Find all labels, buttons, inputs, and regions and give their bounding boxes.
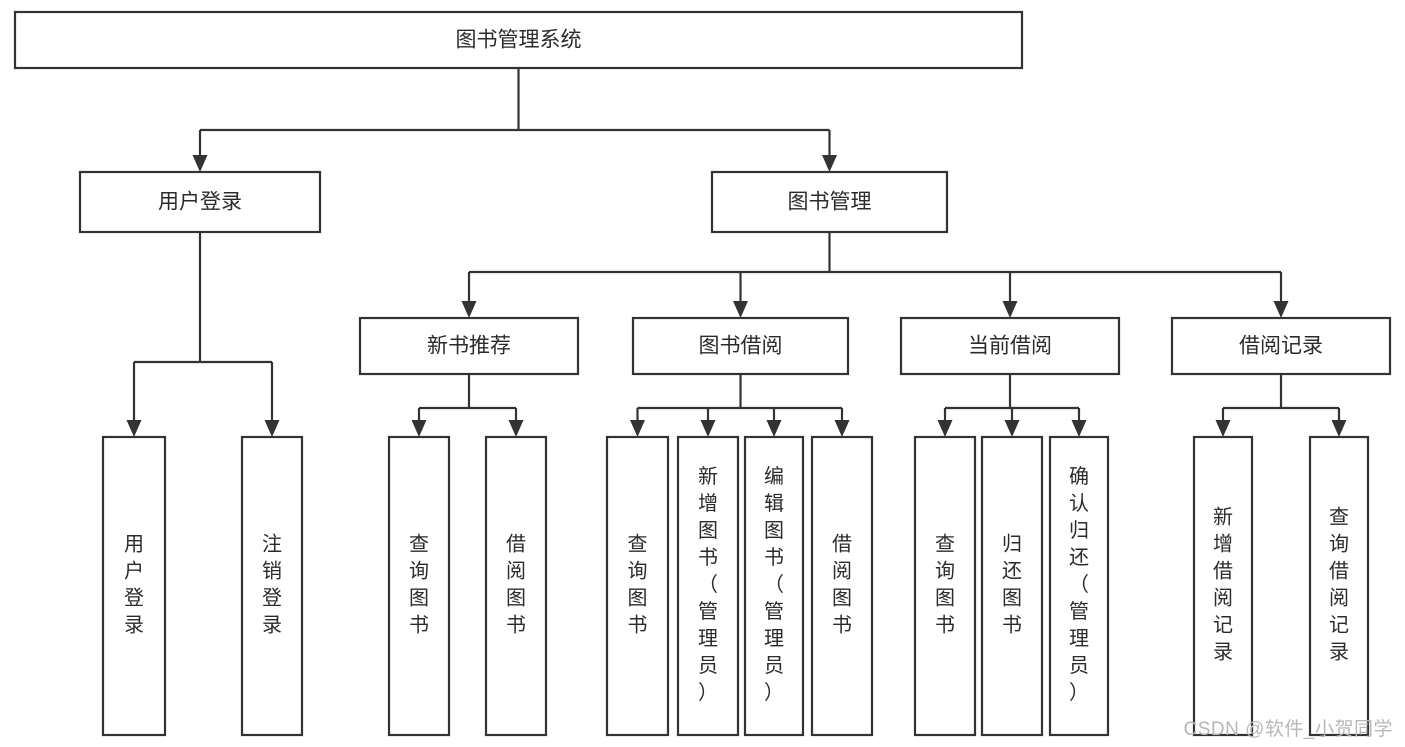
arrow-head-icon — [700, 420, 716, 437]
node-leaf-return-book-label: 归还图书 — [1002, 533, 1022, 637]
node-leaf-query-book-1-rect — [387, 435, 451, 737]
node-current-borrow-label: 当前借阅 — [968, 335, 1052, 358]
node-leaf-edit-book-rect — [743, 435, 805, 737]
arrow-head-icon — [937, 420, 953, 437]
node-user-login-label: 用户登录 — [158, 191, 242, 214]
node-book-borrow-label: 图书借阅 — [699, 335, 783, 358]
node-book-manage-rect — [710, 170, 949, 234]
arrow-head-icon — [192, 155, 208, 172]
node-leaf-user-login[interactable]: 用户登录 — [101, 435, 167, 737]
node-borrow-record-label: 借阅记录 — [1239, 335, 1323, 358]
node-leaf-query-book-1-label: 查询图书 — [409, 533, 429, 637]
arrow-head-icon — [733, 301, 748, 318]
node-borrow-record-rect — [1170, 316, 1392, 376]
arrow-head-icon — [1331, 420, 1347, 437]
arrow-head-icon — [411, 420, 427, 437]
node-leaf-user-logout[interactable]: 注销登录 — [240, 435, 304, 737]
node-new-book-rec-rect — [358, 316, 580, 376]
node-leaf-return-book-rect — [980, 435, 1044, 737]
node-leaf-edit-book-label: 编辑图书（管理员） — [764, 465, 784, 704]
node-borrow-record[interactable]: 借阅记录 — [1170, 316, 1392, 376]
arrow-head-icon — [834, 420, 850, 437]
node-leaf-borrow-book-2-label: 借阅图书 — [832, 533, 852, 637]
node-leaf-query-book-2[interactable]: 查询图书 — [605, 435, 670, 737]
node-book-manage-label: 图书管理 — [788, 191, 872, 214]
node-new-book-rec[interactable]: 新书推荐 — [358, 316, 580, 376]
node-leaf-user-logout-label: 注销登录 — [262, 533, 282, 637]
arrow-head-icon — [126, 420, 142, 437]
node-current-borrow[interactable]: 当前借阅 — [899, 316, 1121, 376]
node-root-rect — [13, 10, 1024, 70]
arrow-head-icon — [1004, 420, 1020, 437]
node-leaf-borrow-book-2[interactable]: 借阅图书 — [810, 435, 874, 737]
node-leaf-query-book-2-label: 查询图书 — [628, 533, 648, 637]
node-leaf-query-book-2-rect — [605, 435, 670, 737]
node-leaf-add-record-label: 新增借阅记录 — [1213, 506, 1233, 664]
node-root-label: 图书管理系统 — [456, 29, 582, 52]
node-leaf-return-book[interactable]: 归还图书 — [980, 435, 1044, 737]
node-leaf-borrow-book-1[interactable]: 借阅图书 — [484, 435, 548, 737]
node-leaf-borrow-book-2-rect — [810, 435, 874, 737]
node-user-login[interactable]: 用户登录 — [78, 170, 322, 234]
node-book-manage[interactable]: 图书管理 — [710, 170, 949, 234]
node-leaf-edit-book[interactable]: 编辑图书（管理员） — [743, 435, 805, 737]
node-leaf-query-book-3[interactable]: 查询图书 — [913, 435, 977, 737]
node-leaf-add-book-rect — [676, 435, 740, 737]
node-leaf-borrow-book-1-label: 借阅图书 — [506, 533, 526, 637]
node-leaf-user-logout-rect — [240, 435, 304, 737]
node-leaf-query-book-3-rect — [913, 435, 977, 737]
arrow-head-icon — [766, 420, 782, 437]
arrow-head-icon — [264, 420, 280, 437]
node-leaf-add-book-label: 新增图书（管理员） — [698, 465, 718, 704]
node-book-borrow-rect — [631, 316, 850, 376]
arrow-head-icon — [1071, 420, 1087, 437]
node-new-book-rec-label: 新书推荐 — [427, 335, 511, 358]
arrow-head-icon — [1273, 301, 1289, 318]
arrow-head-icon — [822, 155, 837, 172]
node-boxes: 图书管理系统用户登录图书管理新书推荐图书借阅当前借阅借阅记录用户登录注销登录查询… — [13, 10, 1392, 737]
arrow-head-icon — [1002, 301, 1018, 318]
node-leaf-query-record-label: 查询借阅记录 — [1329, 506, 1349, 664]
node-leaf-add-record-rect — [1192, 435, 1254, 737]
node-book-borrow[interactable]: 图书借阅 — [631, 316, 850, 376]
watermark-text: CSDN @软件_小贺同学 — [1183, 719, 1393, 740]
node-leaf-borrow-book-1-rect — [484, 435, 548, 737]
node-leaf-query-book-3-label: 查询图书 — [935, 533, 955, 637]
node-leaf-confirm-return-rect — [1048, 435, 1110, 737]
node-root[interactable]: 图书管理系统 — [13, 10, 1024, 70]
arrow-head-icon — [630, 420, 645, 437]
connector-edges — [126, 68, 1347, 437]
node-leaf-add-book[interactable]: 新增图书（管理员） — [676, 435, 740, 737]
node-leaf-query-book-1[interactable]: 查询图书 — [387, 435, 451, 737]
arrow-head-icon — [508, 420, 524, 437]
node-user-login-rect — [78, 170, 322, 234]
node-leaf-query-record[interactable]: 查询借阅记录 — [1308, 435, 1370, 737]
node-current-borrow-rect — [899, 316, 1121, 376]
node-leaf-user-login-rect — [101, 435, 167, 737]
arrow-head-icon — [1215, 420, 1231, 437]
node-leaf-confirm-return[interactable]: 确认归还（管理员） — [1048, 435, 1110, 737]
node-leaf-user-login-label: 用户登录 — [124, 534, 144, 637]
arrow-head-icon — [461, 301, 477, 318]
node-leaf-query-record-rect — [1308, 435, 1370, 737]
node-leaf-add-record[interactable]: 新增借阅记录 — [1192, 435, 1254, 737]
node-leaf-confirm-return-label: 确认归还（管理员） — [1069, 465, 1089, 704]
